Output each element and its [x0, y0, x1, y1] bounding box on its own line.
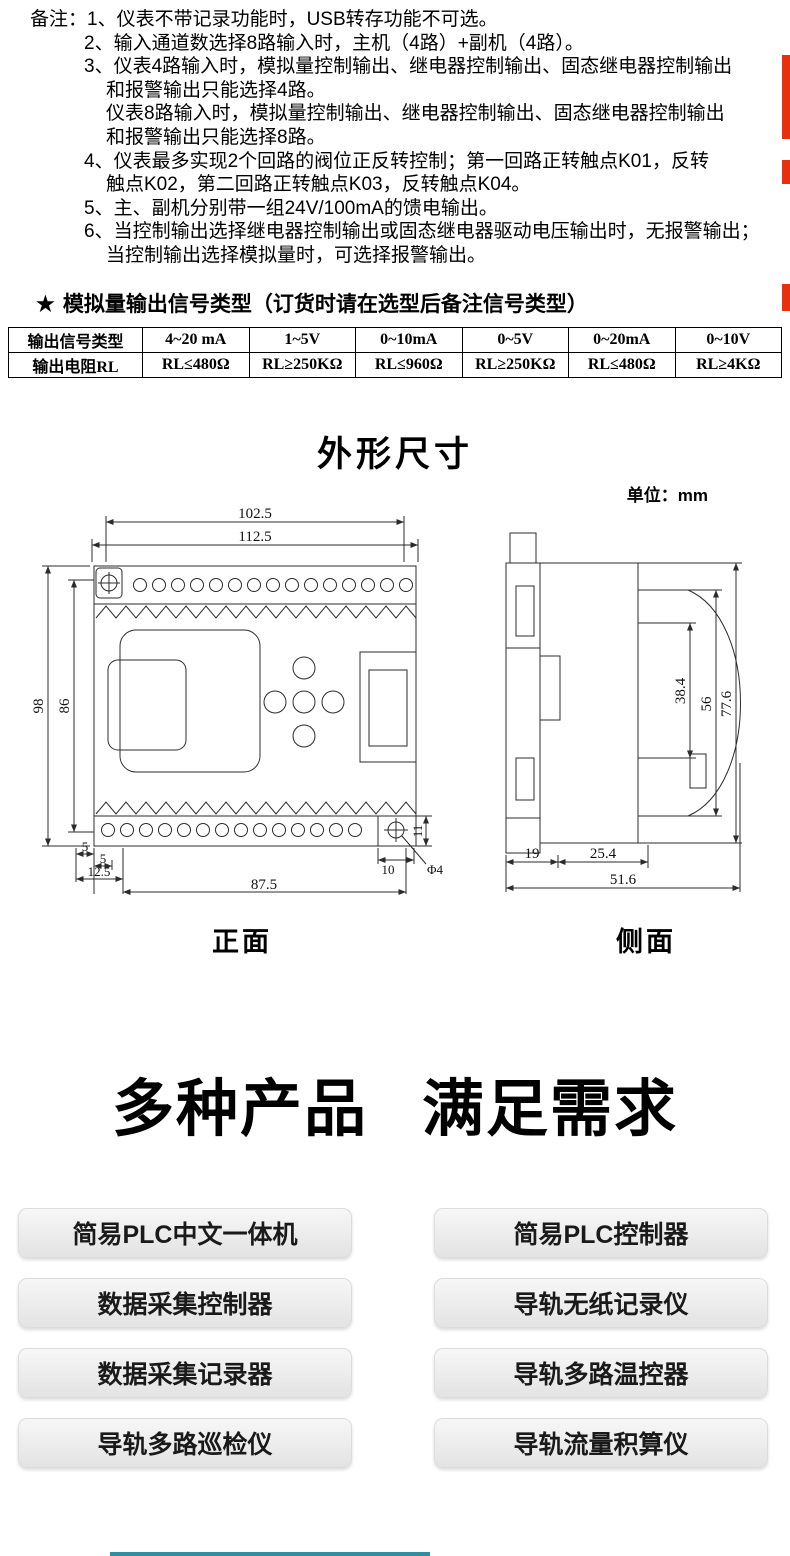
table-cell: 输出信号类型 — [8, 327, 143, 353]
side-dimension-lines — [505, 562, 742, 892]
dimensions-title: 外形尺寸 — [316, 435, 473, 474]
dim-label: 12.5 — [88, 864, 111, 879]
dim-label: 19 — [525, 846, 540, 862]
dim-label: 10 — [382, 862, 395, 877]
note-line: 和报警输出只能选择4路。 — [106, 79, 326, 101]
table-cell: 4~20 mA — [142, 327, 250, 353]
star-icon: ★ — [36, 293, 55, 316]
table-cell: RL≥4KΩ — [674, 352, 782, 378]
nav-buttons — [263, 656, 345, 748]
dim-label: 98 — [31, 699, 47, 714]
table-cell: RL≤480Ω — [142, 352, 250, 378]
table-cell: 0~20mA — [568, 327, 676, 353]
table-row: 输出信号类型 4~20 mA 1~5V 0~10mA 0~5V 0~20mA 0… — [8, 327, 782, 353]
red-edge-mark — [782, 55, 790, 139]
table-cell: RL≤960Ω — [355, 352, 463, 378]
product-button-plc-cn-all-in-one[interactable]: 简易PLC中文一体机 — [18, 1208, 352, 1258]
table-cell: 0~10mA — [355, 327, 463, 353]
dim-label: 25.4 — [590, 846, 617, 862]
note-line: 5、主、副机分别带一组24V/100mA的馈电输出。 — [84, 197, 498, 219]
note-line: 当控制输出选择模拟量时，可选择报警输出。 — [106, 244, 487, 266]
product-button-rail-paperless-recorder[interactable]: 导轨无纸记录仪 — [434, 1278, 768, 1328]
table-cell: RL≤480Ω — [568, 352, 676, 378]
unit-label: 单位：mm — [626, 486, 708, 505]
product-button-daq-controller[interactable]: 数据采集控制器 — [18, 1278, 352, 1328]
note-line: 触点K02，第二回路正转触点K03，反转触点K04。 — [106, 174, 531, 196]
note-line: 备注：1、仪表不带记录功能时，USB转存功能不可选。 — [30, 9, 498, 30]
side-view-caption: 侧面 — [616, 927, 676, 957]
products-heading-part1: 多种产品 — [111, 1075, 368, 1144]
side-view-drawing: 38.4 56 77.6 19 25.4 51.6 — [505, 532, 742, 892]
table-cell: 1~5V — [248, 327, 356, 353]
device-front-outline — [93, 565, 417, 847]
products-heading-part2: 满足需求 — [422, 1075, 679, 1144]
signal-type-table: 输出信号类型 4~20 mA 1~5V 0~10mA 0~5V 0~20mA 0… — [8, 327, 782, 378]
mounting-hole — [384, 818, 408, 842]
table-cell: 输出电阻RL — [8, 352, 143, 378]
dim-label: 112.5 — [238, 529, 271, 545]
dim-label: Φ4 — [427, 862, 444, 877]
red-edge-mark — [782, 160, 790, 184]
note-line: 仪表8路输入时，模拟量控制输出、继电器控制输出、固态继电器控制输出 — [106, 103, 725, 125]
table-cell: RL≥250KΩ — [248, 352, 356, 378]
dim-label: 51.6 — [610, 872, 637, 888]
front-view-caption: 正面 — [212, 927, 272, 957]
terminal-screws-bottom — [101, 823, 362, 837]
signal-type-heading-label: 模拟量输出信号类型（订货时请在选型后备注信号类型） — [62, 293, 588, 316]
dim-label: 56 — [699, 696, 715, 712]
device-side-outline — [505, 532, 741, 854]
dim-label: 87.5 — [251, 877, 277, 893]
dim-label: 38.4 — [673, 677, 689, 704]
notes-section: 备注：1、仪表不带记录功能时，USB转存功能不可选。 2、输入通道数选择8路输入… — [30, 8, 778, 268]
note-line: 3、仪表4路输入时，模拟量控制输出、继电器控制输出、固态继电器控制输出 — [84, 56, 733, 78]
table-cell: 0~5V — [461, 327, 569, 353]
mounting-ear — [95, 567, 123, 599]
dim-label: 102.5 — [238, 508, 272, 522]
signal-type-heading: ★ 模拟量输出信号类型（订货时请在选型后备注信号类型） — [36, 288, 588, 318]
note-line: 2、输入通道数选择8路输入时，主机（4路）+副机（4路）。 — [84, 32, 584, 54]
display-screen — [107, 629, 261, 773]
dim-label: 77.6 — [719, 690, 735, 717]
product-button-daq-recorder[interactable]: 数据采集记录器 — [18, 1348, 352, 1398]
product-button-rail-multi-scanner[interactable]: 导轨多路巡检仪 — [18, 1418, 352, 1468]
red-edge-mark — [782, 284, 790, 311]
connector-port — [359, 651, 417, 763]
dim-label: 11 — [410, 825, 425, 838]
next-section-peek — [110, 1552, 430, 1556]
note-line: 6、当控制输出选择继电器控制输出或固态继电器驱动电压输出时，无报警输出； — [84, 221, 760, 243]
product-button-rail-flow-totalizer[interactable]: 导轨流量积算仪 — [434, 1418, 768, 1468]
front-view-drawing: 102.5 112.5 98 86 5 5 12.5 87.5 10 11 Φ4 — [31, 508, 444, 895]
dim-label: 5 — [100, 851, 107, 866]
product-button-rail-multi-temp-controller[interactable]: 导轨多路温控器 — [434, 1348, 768, 1398]
product-button-plc-controller[interactable]: 简易PLC控制器 — [434, 1208, 768, 1258]
table-row: 输出电阻RL RL≤480Ω RL≥250KΩ RL≤960Ω RL≥250KΩ… — [8, 352, 782, 378]
front-dimension-lines — [42, 516, 432, 895]
table-cell: RL≥250KΩ — [461, 352, 569, 378]
dim-label: 86 — [57, 698, 73, 714]
product-button-grid: 简易PLC中文一体机 简易PLC控制器 数据采集控制器 导轨无纸记录仪 数据采集… — [18, 1208, 768, 1468]
products-heading: 多种产品 满足需求 — [0, 1058, 790, 1148]
note-line: 和报警输出只能选择8路。 — [106, 126, 326, 148]
table-cell: 0~10V — [674, 327, 782, 353]
dim-label: 5 — [82, 839, 89, 854]
note-line: 4、仪表最多实现2个回路的阀位正反转控制；第一回路正转触点K01，反转 — [84, 150, 709, 172]
terminal-screws-top — [133, 578, 413, 592]
